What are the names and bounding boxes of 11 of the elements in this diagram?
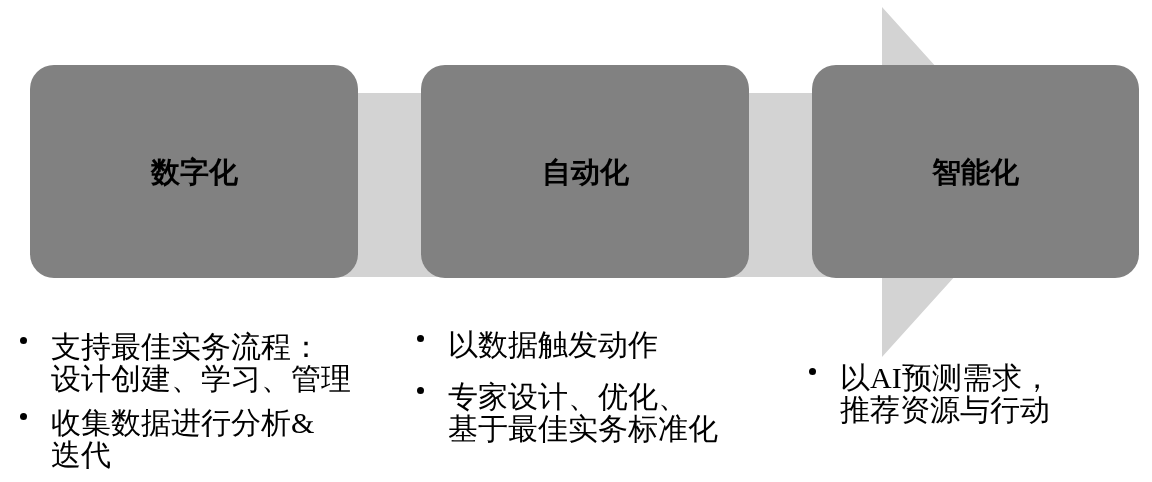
process-box [812, 65, 1139, 278]
box-title: 数字化 [150, 154, 238, 189]
box-title: 智能化 [932, 154, 1019, 189]
process-box [30, 65, 358, 278]
box-title: 自动化 [541, 154, 629, 189]
process-box [421, 65, 749, 278]
bullet-text: 收集数据进行分析&迭代 [51, 407, 316, 471]
bullet-text: 专家设计、优化、基于最佳实务标准化 [448, 381, 719, 445]
bullet-text: 以AI预测需求，推荐资源与行动 [840, 362, 1053, 426]
bullet-text: 支持最佳实务流程：设计创建、学习、管理 [51, 331, 352, 395]
bullet-text: 以数据触发动作 [448, 329, 658, 361]
